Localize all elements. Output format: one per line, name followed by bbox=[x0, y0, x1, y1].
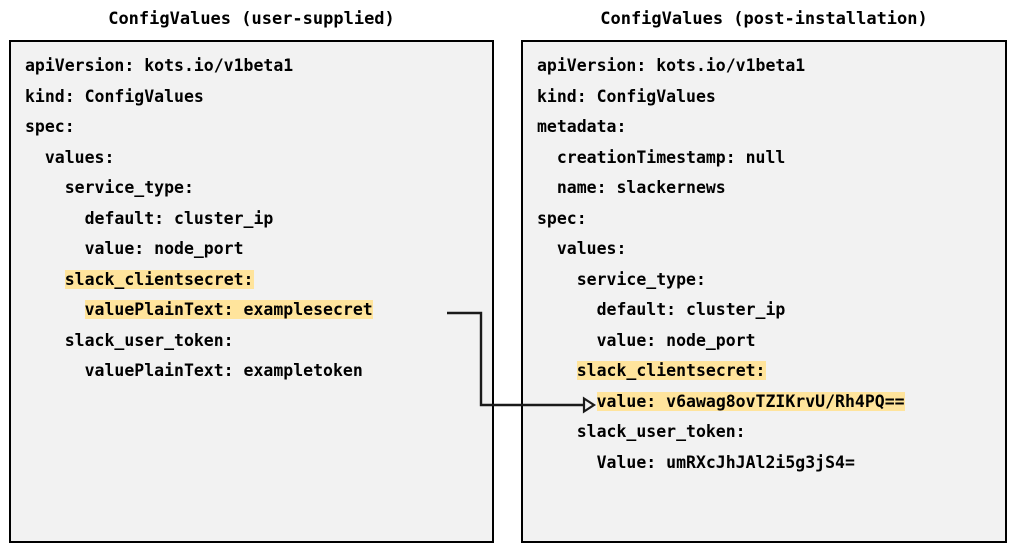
code-line: values: bbox=[537, 239, 627, 258]
code-line: slack_user_token: bbox=[537, 422, 746, 441]
left-panel-title: ConfigValues (user-supplied) bbox=[108, 9, 395, 29]
code-line: apiVersion: kots.io/v1beta1 bbox=[25, 56, 294, 75]
code-line: spec: bbox=[25, 117, 75, 136]
code-line: metadata: bbox=[537, 117, 627, 136]
left-panel-code: apiVersion: kots.io/v1beta1 kind: ConfigV… bbox=[25, 51, 492, 387]
highlighted-value: slack_clientsecret: bbox=[576, 361, 766, 380]
right-panel: apiVersion: kots.io/v1beta1 kind: ConfigV… bbox=[521, 40, 1007, 543]
code-line: valuePlainText: examplesecret bbox=[25, 295, 492, 326]
highlighted-value: slack_clientsecret: bbox=[64, 269, 254, 289]
code-line: valuePlainText: exampletoken bbox=[25, 361, 363, 380]
code-line: slack_user_token: bbox=[25, 330, 234, 350]
code-line: service_type: bbox=[537, 269, 706, 289]
code-line: creationTimestamp: null bbox=[537, 147, 786, 167]
right-panel-title: ConfigValues (post-installation) bbox=[600, 9, 928, 29]
code-line: values: bbox=[25, 147, 115, 167]
code-line: kind: ConfigValues bbox=[25, 86, 204, 106]
code-line: value: v6awag8ovTZIKrvU/Rh4PQ== bbox=[537, 387, 1005, 418]
code-line: default: cluster_ip bbox=[25, 208, 274, 228]
code-line: spec: bbox=[537, 208, 587, 228]
left-panel: apiVersion: kots.io/v1beta1 kind: ConfigV… bbox=[9, 40, 494, 543]
code-line: name: slackernews bbox=[537, 178, 726, 197]
right-panel-code: apiVersion: kots.io/v1beta1 kind: ConfigV… bbox=[537, 51, 1005, 478]
code-line: default: cluster_ip bbox=[537, 300, 786, 319]
code-line: value: node_port bbox=[25, 239, 244, 258]
code-line: slack_clientsecret: bbox=[537, 356, 1005, 387]
highlighted-value: value: v6awag8ovTZIKrvU/Rh4PQ== bbox=[596, 391, 905, 411]
highlighted-value: valuePlainText: examplesecret bbox=[84, 300, 373, 319]
code-line: service_type: bbox=[25, 178, 194, 197]
code-line: Value: umRXcJhJAl2i5g3jS4= bbox=[537, 452, 855, 472]
code-line: slack_clientsecret: bbox=[25, 265, 492, 296]
code-line: kind: ConfigValues bbox=[537, 86, 716, 106]
code-line: apiVersion: kots.io/v1beta1 bbox=[537, 56, 806, 75]
code-line: value: node_port bbox=[537, 330, 756, 350]
